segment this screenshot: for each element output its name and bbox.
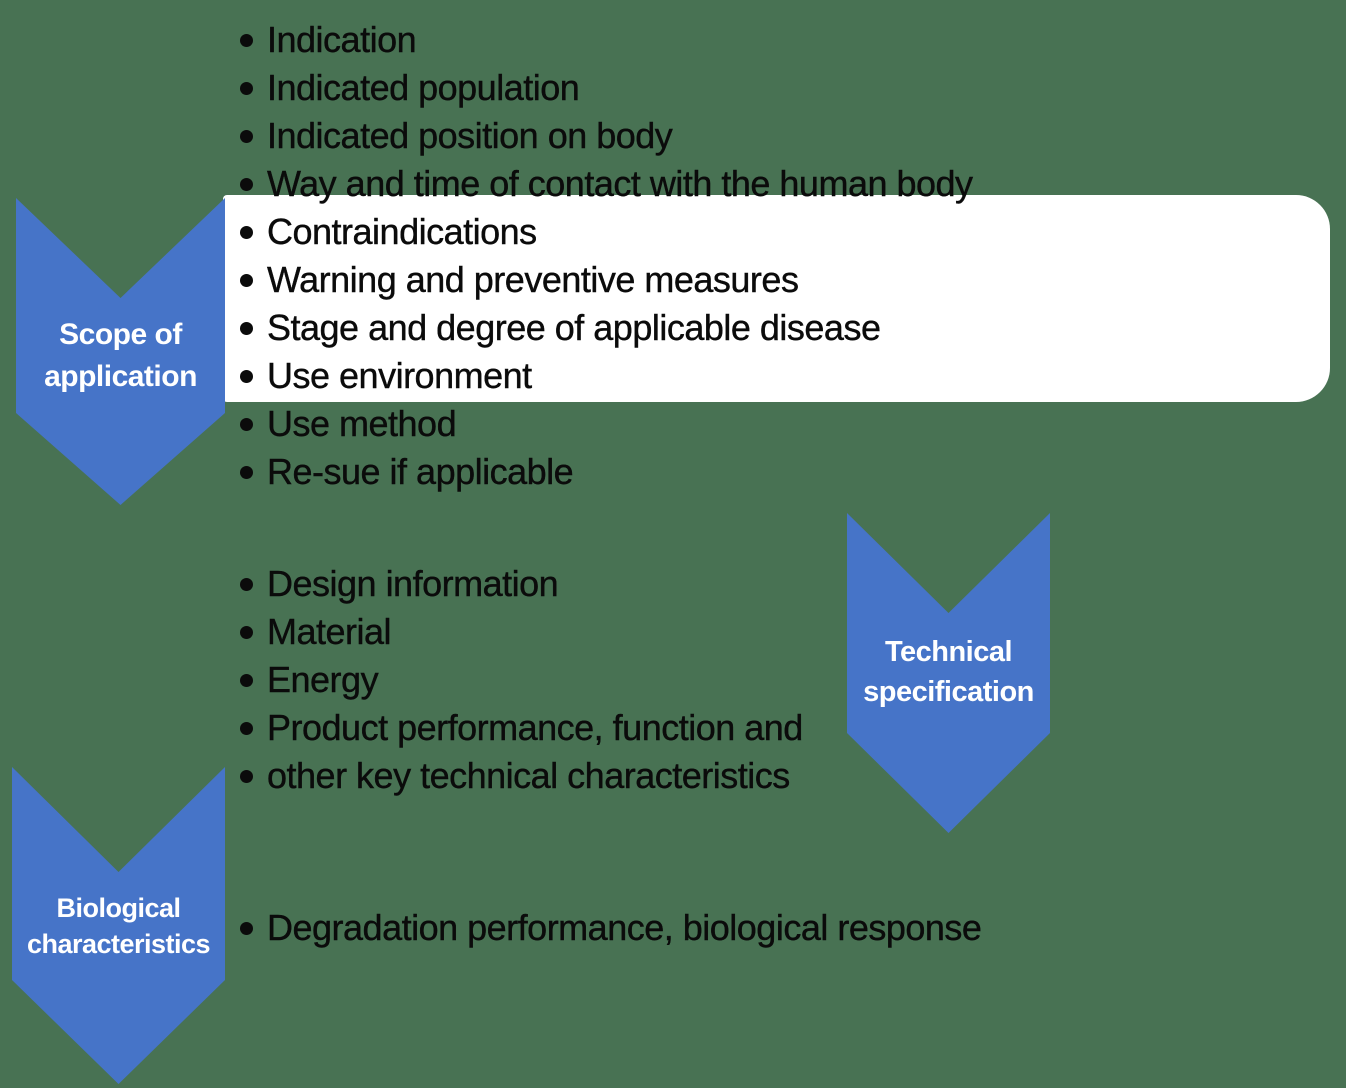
scope-chevron-shape	[16, 198, 225, 505]
list-item-text: Warning and preventive measures	[267, 259, 799, 300]
chevron-down-icon	[847, 513, 1050, 833]
technical-chevron-label: Technical specification	[847, 632, 1050, 712]
list-item: Stage and degree of applicable disease	[240, 304, 973, 352]
list-item-text: Use environment	[267, 355, 533, 396]
list-item-text: other key technical characteristics	[267, 755, 791, 796]
biological-chevron-label: Biological characteristics	[12, 890, 225, 962]
bullet-icon	[240, 177, 253, 191]
biological-chevron-label-line2: characteristics	[26, 929, 211, 959]
list-item-text: Product performance, function and	[267, 707, 804, 748]
scope-chevron-label-line2: application	[44, 360, 197, 393]
list-item: Warning and preventive measures	[240, 256, 973, 304]
technical-chevron-label-line1: Technical	[884, 636, 1013, 668]
chevron-down-icon	[16, 198, 225, 505]
biological-chevron-shape	[12, 767, 225, 1084]
list-item: Indication	[240, 16, 973, 64]
biological-bullet-list: Degradation performance, biological resp…	[240, 904, 982, 952]
bullet-icon	[240, 273, 253, 287]
list-item-text: Way and time of contact with the human b…	[267, 163, 973, 204]
list-item: Degradation performance, biological resp…	[240, 904, 982, 952]
bullet-icon	[240, 921, 253, 935]
list-item-text: Stage and degree of applicable disease	[267, 307, 881, 348]
list-item-text: Energy	[267, 659, 379, 700]
technical-chevron-label-line2: specification	[863, 676, 1034, 708]
list-item-text: Material	[267, 611, 392, 652]
list-item-text: Indicated position on body	[267, 115, 673, 156]
list-item: Use method	[240, 400, 973, 448]
list-item: Energy	[240, 656, 803, 704]
list-item-text: Re-sue if applicable	[267, 451, 574, 492]
list-item-text: Degradation performance, biological resp…	[267, 907, 982, 948]
list-item: Contraindications	[240, 208, 973, 256]
scope-chevron-label: Scope of application	[16, 314, 225, 398]
list-item: Indicated position on body	[240, 112, 973, 160]
list-item: Design information	[240, 560, 803, 608]
bullet-icon	[240, 321, 253, 335]
bullet-icon	[240, 465, 253, 479]
list-item-text: Indicated population	[267, 67, 580, 108]
bullet-icon	[240, 81, 253, 95]
list-item: Material	[240, 608, 803, 656]
list-item: Product performance, function and	[240, 704, 804, 752]
bullet-icon	[240, 33, 253, 47]
list-item-text: Use method	[267, 403, 457, 444]
list-item: Re-sue if applicable	[240, 448, 973, 496]
technical-chevron-shape	[847, 513, 1050, 833]
list-item: Way and time of contact with the human b…	[240, 160, 973, 208]
list-item: Use environment	[240, 352, 973, 400]
chevron-down-icon	[12, 767, 225, 1084]
list-item-text: Contraindications	[267, 211, 538, 252]
highlight-box	[223, 195, 1330, 402]
bullet-icon	[240, 369, 253, 383]
bullet-icon	[240, 769, 253, 783]
bullet-icon	[240, 625, 253, 639]
bullet-icon	[240, 721, 253, 735]
bullet-icon	[240, 673, 253, 687]
scope-chevron-label-line1: Scope of	[59, 318, 182, 351]
list-item: other key technical characteristics	[240, 752, 803, 800]
biological-chevron-label-line1: Biological	[56, 893, 181, 923]
list-item-text: Indication	[267, 19, 417, 60]
bullet-icon	[240, 129, 253, 143]
list-item-text: Design information	[267, 563, 559, 604]
bullet-icon	[240, 417, 253, 431]
bullet-icon	[240, 577, 253, 591]
bullet-icon	[240, 225, 253, 239]
list-item: Indicated population	[240, 64, 973, 112]
